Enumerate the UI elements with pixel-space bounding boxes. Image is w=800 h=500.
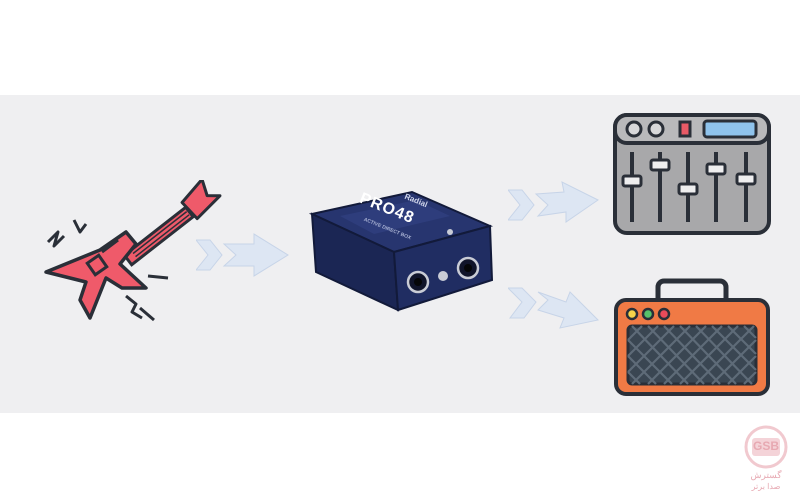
watermark-line2: صدا برتر: [751, 482, 781, 491]
double-chevron-arrow-icon: [508, 180, 600, 226]
guitar-icon: [28, 180, 223, 330]
di-box-icon: PRO48 Radial ACTIVE DIRECT BOX: [300, 182, 500, 318]
double-chevron-arrow-icon: [196, 232, 292, 278]
watermark-logo: GSB گسترش صدا برتر: [736, 424, 796, 496]
watermark-logo-text: GSB: [752, 439, 779, 453]
amplifier-icon: [612, 278, 772, 398]
double-chevron-arrow-icon: [508, 282, 600, 332]
mixer-icon: [612, 112, 772, 238]
watermark-line1: گسترش: [750, 470, 782, 480]
